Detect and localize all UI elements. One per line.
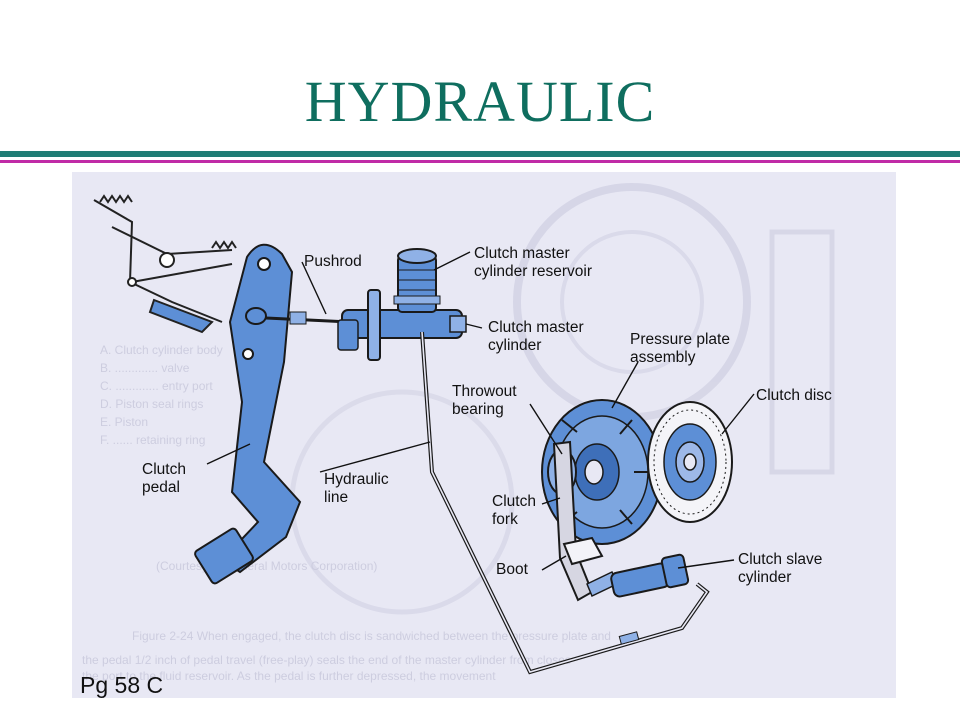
pedal-linkage <box>93 194 237 334</box>
svg-text:E. Piston: E. Piston <box>100 415 148 429</box>
label-pressure-plate-line-1: Pressure plate <box>630 331 730 348</box>
label-pedal-line-1: Clutch <box>142 461 186 478</box>
boot <box>562 536 604 566</box>
svg-text:D. Piston seal rings: D. Piston seal rings <box>100 397 203 411</box>
svg-text:C. ............. entry port: C. ............. entry port <box>100 379 213 393</box>
label-clutch-disc: Clutch disc <box>756 387 832 404</box>
clutch-master-cylinder <box>337 289 467 361</box>
label-hydraulic-line-1: Hydraulic <box>324 471 389 488</box>
background-ghost-artwork: A. Clutch cylinder body B. .............… <box>82 183 835 683</box>
label-throwout-line-1: Throwout <box>452 383 517 400</box>
leader-lines <box>206 251 755 571</box>
clutch-hydraulic-diagram: A. Clutch cylinder body B. .............… <box>72 172 896 698</box>
svg-text:F. ...... retaining ring: F. ...... retaining ring <box>100 433 205 447</box>
label-slave-line-2: cylinder <box>738 569 791 586</box>
svg-text:the port to the fluid reservoi: the port to the fluid reservoir. As the … <box>82 669 496 683</box>
label-pressure-plate-line-2: assembly <box>630 349 696 366</box>
svg-text:(Courtesy of General Motors Co: (Courtesy of General Motors Corporation) <box>156 559 377 573</box>
clutch-pedal <box>194 243 302 585</box>
clutch-master-cylinder-reservoir <box>393 248 441 313</box>
page-reference: Pg 58 C <box>80 672 164 698</box>
clutch-disc <box>647 401 733 523</box>
label-master-cylinder-line-2: cylinder <box>488 337 541 354</box>
label-hydraulic-line-2: line <box>324 489 348 506</box>
label-pushrod: Pushrod <box>304 253 362 270</box>
title-divider-teal <box>0 151 960 157</box>
label-slave-line-1: Clutch slave <box>738 551 822 568</box>
hydraulic-line <box>420 331 710 675</box>
diagram-svg: A. Clutch cylinder body B. .............… <box>82 183 835 683</box>
label-fork-line-2: fork <box>492 511 518 528</box>
slide-title: HYDRAULIC <box>304 69 656 134</box>
clutch-slave-cylinder <box>586 553 690 598</box>
label-throwout-line-2: bearing <box>452 401 504 418</box>
label-fork-line-1: Clutch <box>492 493 536 510</box>
label-master-cylinder-line-1: Clutch master <box>488 319 584 336</box>
pressure-plate-assembly <box>541 399 663 545</box>
svg-text:Figure 2-24 When engaged, the: Figure 2-24 When engaged, the clutch dis… <box>132 629 611 643</box>
svg-text:B. ............. valve: B. ............. valve <box>100 361 190 375</box>
diagram-labels: Pushrod Clutch master cylinder reservoir… <box>142 245 832 586</box>
label-reservoir-line-1: Clutch master <box>474 245 570 262</box>
label-reservoir-line-2: cylinder reservoir <box>474 263 592 280</box>
label-boot: Boot <box>496 561 529 578</box>
title-divider-magenta <box>0 160 960 163</box>
label-pedal-line-2: pedal <box>142 479 180 496</box>
pushrod <box>245 307 351 325</box>
svg-text:A. Clutch cylinder body: A. Clutch cylinder body <box>100 343 223 357</box>
svg-text:the pedal 1/2 inch of pedal tr: the pedal 1/2 inch of pedal travel (free… <box>82 653 571 667</box>
